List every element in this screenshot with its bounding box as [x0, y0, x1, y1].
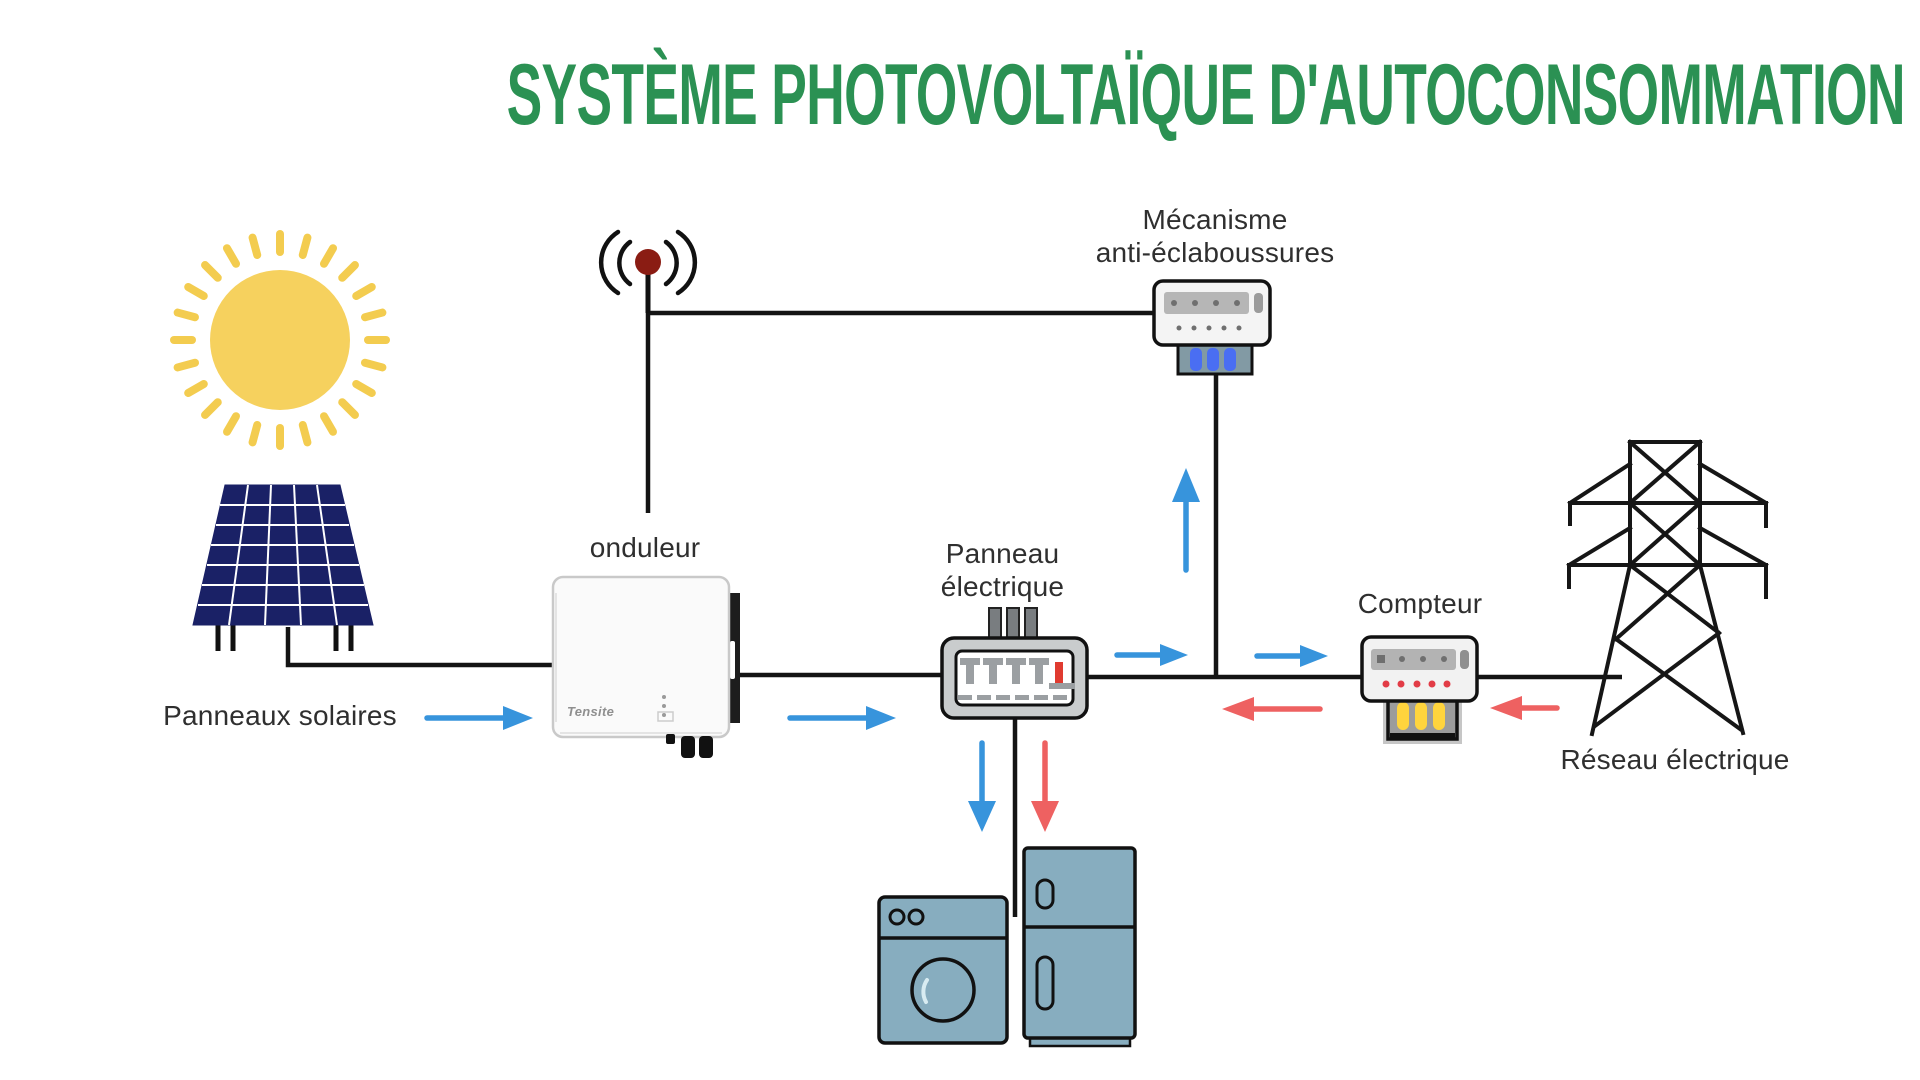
wire-panel-to-inverter: [285, 627, 553, 668]
tripped-breaker: [1055, 662, 1063, 683]
flow-arrow-junction-to-meter: [1254, 645, 1328, 667]
label-anti-splash-line1: Mécanisme: [1142, 204, 1288, 235]
label-electrical-panel-line1: Panneau: [945, 538, 1060, 569]
flow-arrow-meter-to-junction: [1222, 697, 1323, 721]
label-anti-splash: Mécanisme anti-éclaboussures: [1060, 203, 1370, 269]
flow-arrow-panel-to-loads-grid: [1031, 740, 1059, 832]
sun-icon: [170, 230, 390, 450]
flow-arrow-panel-to-loads-solar: [968, 740, 996, 832]
wifi-antenna-icon: [598, 229, 698, 313]
flow-arrow-grid-to-meter: [1490, 696, 1560, 720]
label-grid: Réseau électrique: [1560, 744, 1790, 775]
label-inverter: onduleur: [589, 532, 701, 563]
label-meter: Compteur: [1357, 588, 1483, 619]
fridge-icon: [1022, 846, 1137, 1048]
page-title: SYSTÈME PHOTOVOLTAÏQUE D'AUTOCONSOMMATIO…: [506, 47, 1920, 143]
electrical-panel-device: [940, 607, 1089, 720]
wire-antenna-to-antisplash: [645, 310, 1154, 513]
label-solar-panels: Panneaux solaires: [163, 700, 397, 731]
flow-arrow-inverter-to-panel: [787, 706, 896, 730]
flow-arrow-solar-to-inverter: [424, 706, 533, 730]
sun-rays: [170, 230, 390, 450]
meter-device: [1360, 635, 1479, 744]
breaker-switches: [960, 658, 1075, 689]
solar-panel-grid: [198, 484, 368, 626]
flow-arrow-junction-to-antisplash: [1172, 468, 1200, 573]
label-electrical-panel-line2: électrique: [940, 571, 1065, 602]
breaker-dashes: [958, 695, 1067, 700]
inverter-device: [551, 575, 740, 758]
inverter-brand-logo: Tensite: [567, 704, 615, 719]
label-electrical-panel: Panneau électrique: [890, 537, 1115, 603]
anti-splash-device: [1152, 279, 1272, 376]
flow-arrow-panel-to-junction: [1114, 644, 1188, 666]
washing-machine-icon: [877, 895, 1009, 1045]
solar-panel-icon: [192, 484, 374, 651]
electricity-pylon-icon: [1566, 439, 1769, 737]
label-anti-splash-line2: anti-éclaboussures: [1095, 237, 1335, 268]
